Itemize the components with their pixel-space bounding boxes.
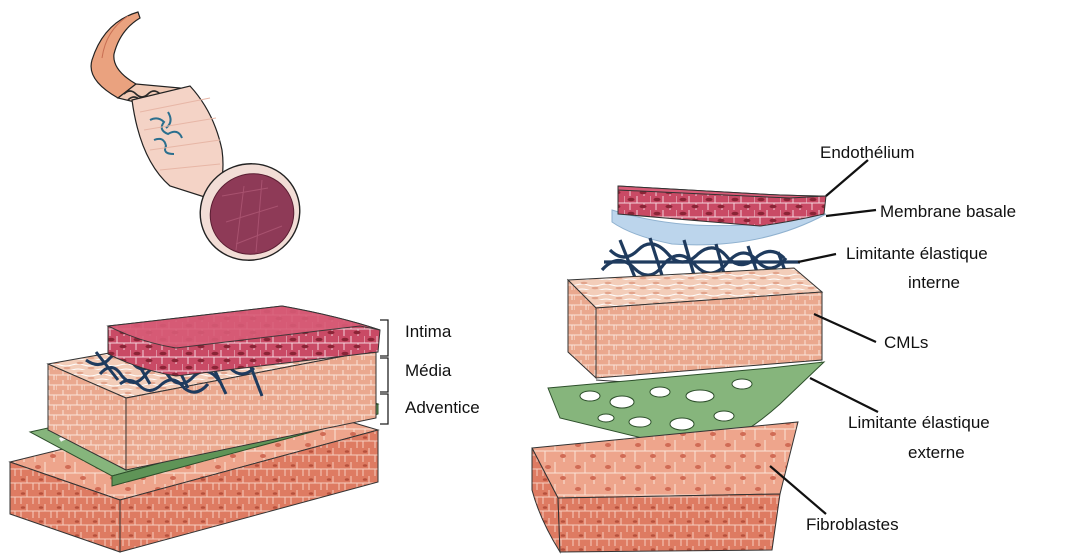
exploded-layers-illustration — [532, 186, 826, 552]
label-endothelium: Endothélium — [820, 143, 915, 162]
label-media: Média — [405, 361, 452, 380]
label-adventice: Adventice — [405, 398, 480, 417]
label-intima: Intima — [405, 322, 452, 341]
leader-cmls — [814, 314, 876, 342]
leader-endothelium — [826, 160, 868, 196]
leader-lei — [798, 254, 836, 262]
label-lei-line1: Limitante élastique — [846, 244, 988, 263]
vessel-segment-illustration — [91, 12, 313, 274]
label-fibroblastes: Fibroblastes — [806, 515, 899, 534]
label-lee-line1: Limitante élastique — [848, 413, 990, 432]
leader-membrane-basale — [826, 210, 876, 216]
assembled-wall-illustration — [10, 306, 380, 552]
label-cmls: CMLs — [884, 333, 928, 352]
label-membrane-basale: Membrane basale — [880, 202, 1016, 221]
layer-brackets — [380, 320, 388, 424]
label-lee-line2: externe — [908, 443, 965, 462]
leader-lee — [810, 378, 878, 412]
label-lei-line2: interne — [908, 273, 960, 292]
